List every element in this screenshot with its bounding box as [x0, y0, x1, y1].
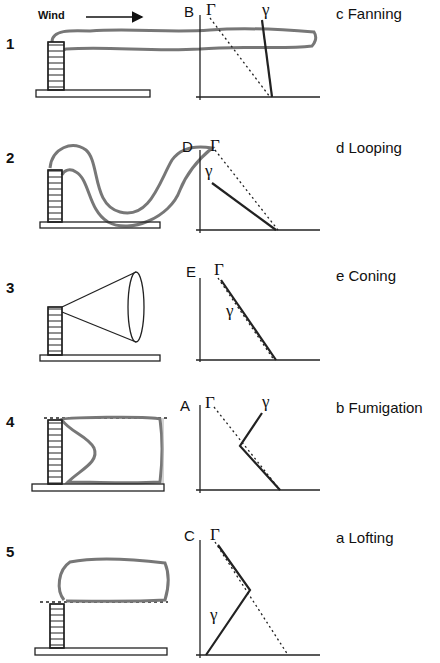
dry-adiabatic-symbol: Γ: [206, 1, 216, 20]
dry-adiabatic-symbol: Γ: [210, 137, 220, 156]
row-number: 2: [6, 150, 14, 167]
graph-letter: A: [180, 398, 190, 415]
lapse-rate-symbol: γ: [262, 1, 270, 20]
row-number: 4: [6, 414, 14, 431]
row-number: 5: [6, 544, 14, 561]
dry-adiabatic-symbol: Γ: [205, 394, 215, 413]
lapse-rate-symbol: γ: [262, 393, 270, 412]
plume-type-label: c Fanning: [336, 6, 402, 23]
plume-type-label: b Fumigation: [336, 400, 423, 417]
lapse-rate-symbol: γ: [226, 302, 234, 321]
graph-letter: E: [186, 264, 196, 281]
graph-letter: C: [184, 528, 195, 545]
graph-letter: D: [182, 139, 193, 156]
graph-letter: B: [184, 4, 194, 21]
plume-type-label: e Coning: [336, 268, 396, 285]
dry-adiabatic-symbol: Γ: [210, 526, 220, 545]
dry-adiabatic-symbol: Γ: [214, 261, 224, 280]
row-number: 1: [6, 36, 14, 53]
lapse-rate-symbol: γ: [205, 162, 213, 181]
plume-type-label: a Lofting: [336, 530, 394, 547]
row-number: 3: [6, 280, 14, 297]
lapse-rate-symbol: γ: [210, 606, 218, 625]
plume-type-label: d Looping: [336, 140, 402, 157]
wind-label: Wind: [38, 9, 65, 21]
